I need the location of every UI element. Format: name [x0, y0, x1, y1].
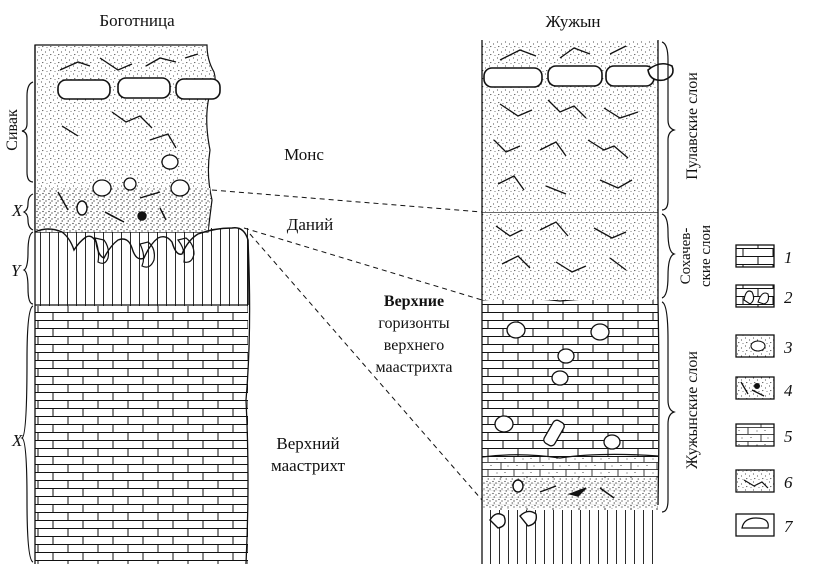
- svg-text:7: 7: [784, 517, 794, 536]
- right-vertical-hatch-layer: [482, 505, 658, 564]
- right-label-pulavy: Пулавские слои: [684, 72, 701, 180]
- left-side-label-sivak: Сивак: [4, 109, 21, 151]
- legend-item-7: 7: [736, 514, 794, 536]
- svg-text:Верхний: Верхний: [276, 434, 339, 453]
- svg-text:1: 1: [784, 248, 793, 267]
- svg-text:5: 5: [784, 427, 793, 446]
- left-limestone-layer: [35, 305, 248, 564]
- legend-item-2: 2: [736, 285, 793, 307]
- left-side-label-x-upper: X: [11, 201, 23, 220]
- right-braces: [662, 42, 674, 512]
- right-column: Пулавские слои Сохачев- ские слои Жужынс…: [482, 40, 714, 564]
- label-danian: Даний: [287, 215, 333, 234]
- left-side-label-x-lower: X: [11, 431, 23, 450]
- svg-text:маастрихт: маастрихт: [271, 456, 346, 475]
- svg-text:2: 2: [784, 288, 793, 307]
- legend-item-1: 1: [736, 245, 793, 267]
- legend-item-6: 6: [736, 470, 793, 492]
- right-sokhachev-layer: [482, 212, 658, 300]
- svg-text:6: 6: [784, 473, 793, 492]
- svg-text:маастрихта: маастрихта: [376, 359, 453, 376]
- left-braces: [22, 82, 33, 562]
- legend-item-3: 3: [736, 335, 793, 357]
- left-column: Сивак X Y X: [4, 45, 250, 564]
- right-limestone-layer: [482, 300, 658, 457]
- right-label-sokhachev-1: Сохачев-: [678, 228, 694, 285]
- svg-text:3: 3: [783, 338, 793, 357]
- legend-item-4: 4: [736, 377, 793, 400]
- legend: 1 2 3 4 5 6 7: [736, 245, 794, 536]
- right-label-zhuzhyn: Жужынские слои: [684, 351, 701, 469]
- left-concretions: [58, 78, 220, 99]
- label-mons: Монс: [284, 145, 324, 164]
- left-vertical-hatch-layer: [35, 228, 248, 306]
- left-column-title: Боготница: [99, 11, 175, 30]
- legend-item-5: 5: [736, 424, 793, 446]
- right-concretions: [484, 64, 673, 87]
- label-upper-horizons: Верхние горизонты верхнего маастрихта: [376, 293, 453, 376]
- right-label-sokhachev-2: ские слои: [698, 225, 714, 287]
- right-column-title: Жужын: [546, 12, 601, 31]
- left-side-label-y: Y: [11, 261, 22, 280]
- svg-text:горизонты: горизонты: [378, 315, 450, 332]
- svg-text:Верхние: Верхние: [384, 293, 444, 310]
- label-upper-maastricht: Верхний маастрихт: [271, 434, 346, 475]
- svg-text:4: 4: [784, 381, 793, 400]
- svg-text:верхнего: верхнего: [384, 337, 444, 354]
